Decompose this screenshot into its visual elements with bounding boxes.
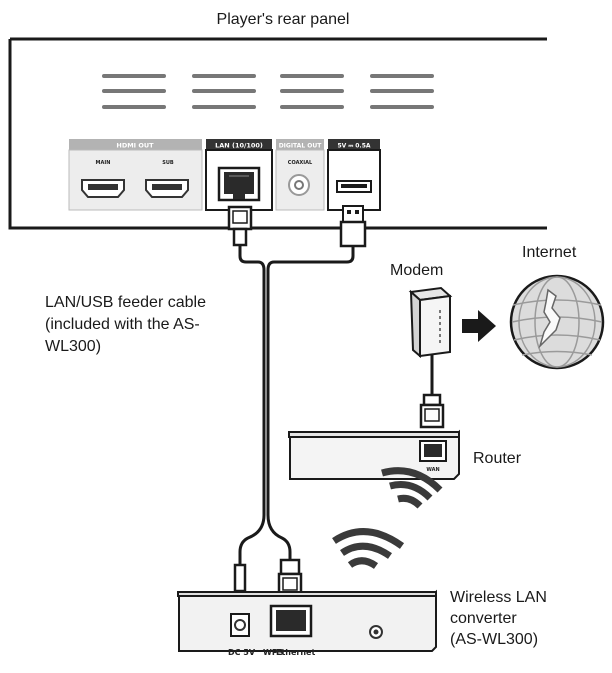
usb-rating-label: 5V ⎓ 0.5A <box>337 143 370 150</box>
lan-section: LAN (10/100) <box>205 139 273 211</box>
arrow-right-icon <box>462 310 496 342</box>
converter-label-line3: (AS-WL300) <box>450 631 538 648</box>
modem-router-cable <box>419 354 445 429</box>
ethernet-port-icon <box>269 604 313 638</box>
router: WAN <box>288 429 460 480</box>
coaxial-label: COAXIAL <box>288 160 313 166</box>
hdmi-port-icon <box>145 179 189 198</box>
ethernet-port-icon <box>419 440 447 462</box>
converter-label-line1: Wireless LAN <box>450 589 547 606</box>
ethernet-port-icon <box>217 166 261 202</box>
cable-label-line1: LAN/USB feeder cable <box>45 294 206 311</box>
wireless-signal-icon <box>381 467 443 509</box>
coaxial-port-icon <box>288 174 310 196</box>
usb-section: 5V ⎓ 0.5A <box>327 139 381 211</box>
wireless-lan-converter: DC 5V WPS Ethernet <box>177 589 437 657</box>
rear-panel-label: Player's rear panel <box>217 11 350 28</box>
cable-label-line3: WL300) <box>45 338 101 355</box>
hdmi-out-section: HDMI OUT MAIN SUB <box>68 139 203 211</box>
digital-out-section: DIGITAL OUT COAXIAL <box>275 139 325 211</box>
dc-power-jack-icon <box>230 613 250 637</box>
hdmi-port-icon <box>81 179 125 198</box>
usb-port-icon <box>336 180 372 193</box>
router-wan-label: WAN <box>426 467 439 473</box>
digital-out-label: DIGITAL OUT <box>279 143 323 150</box>
feeder-cable <box>227 205 367 600</box>
hdmi-out-label: HDMI OUT <box>116 142 154 150</box>
globe-icon <box>509 274 605 370</box>
modem <box>408 286 453 359</box>
wireless-signal-icon <box>332 528 405 569</box>
router-label: Router <box>473 450 522 467</box>
modem-label: Modem <box>390 262 443 279</box>
cable-label-line2: (included with the AS- <box>45 316 200 333</box>
internet-label: Internet <box>522 244 577 261</box>
dc-port-label: DC 5V <box>228 648 256 657</box>
ventilation-slots <box>102 74 434 109</box>
lan-label: LAN (10/100) <box>215 142 263 150</box>
hdmi-sub-label: SUB <box>162 160 174 166</box>
converter-label-line2: converter <box>450 610 517 627</box>
player-rear-panel <box>8 37 547 230</box>
wps-button-icon <box>369 625 383 639</box>
ethernet-port-label: Ethernet <box>276 648 315 657</box>
hdmi-main-label: MAIN <box>96 160 111 166</box>
wps-label: WPS <box>263 648 284 657</box>
